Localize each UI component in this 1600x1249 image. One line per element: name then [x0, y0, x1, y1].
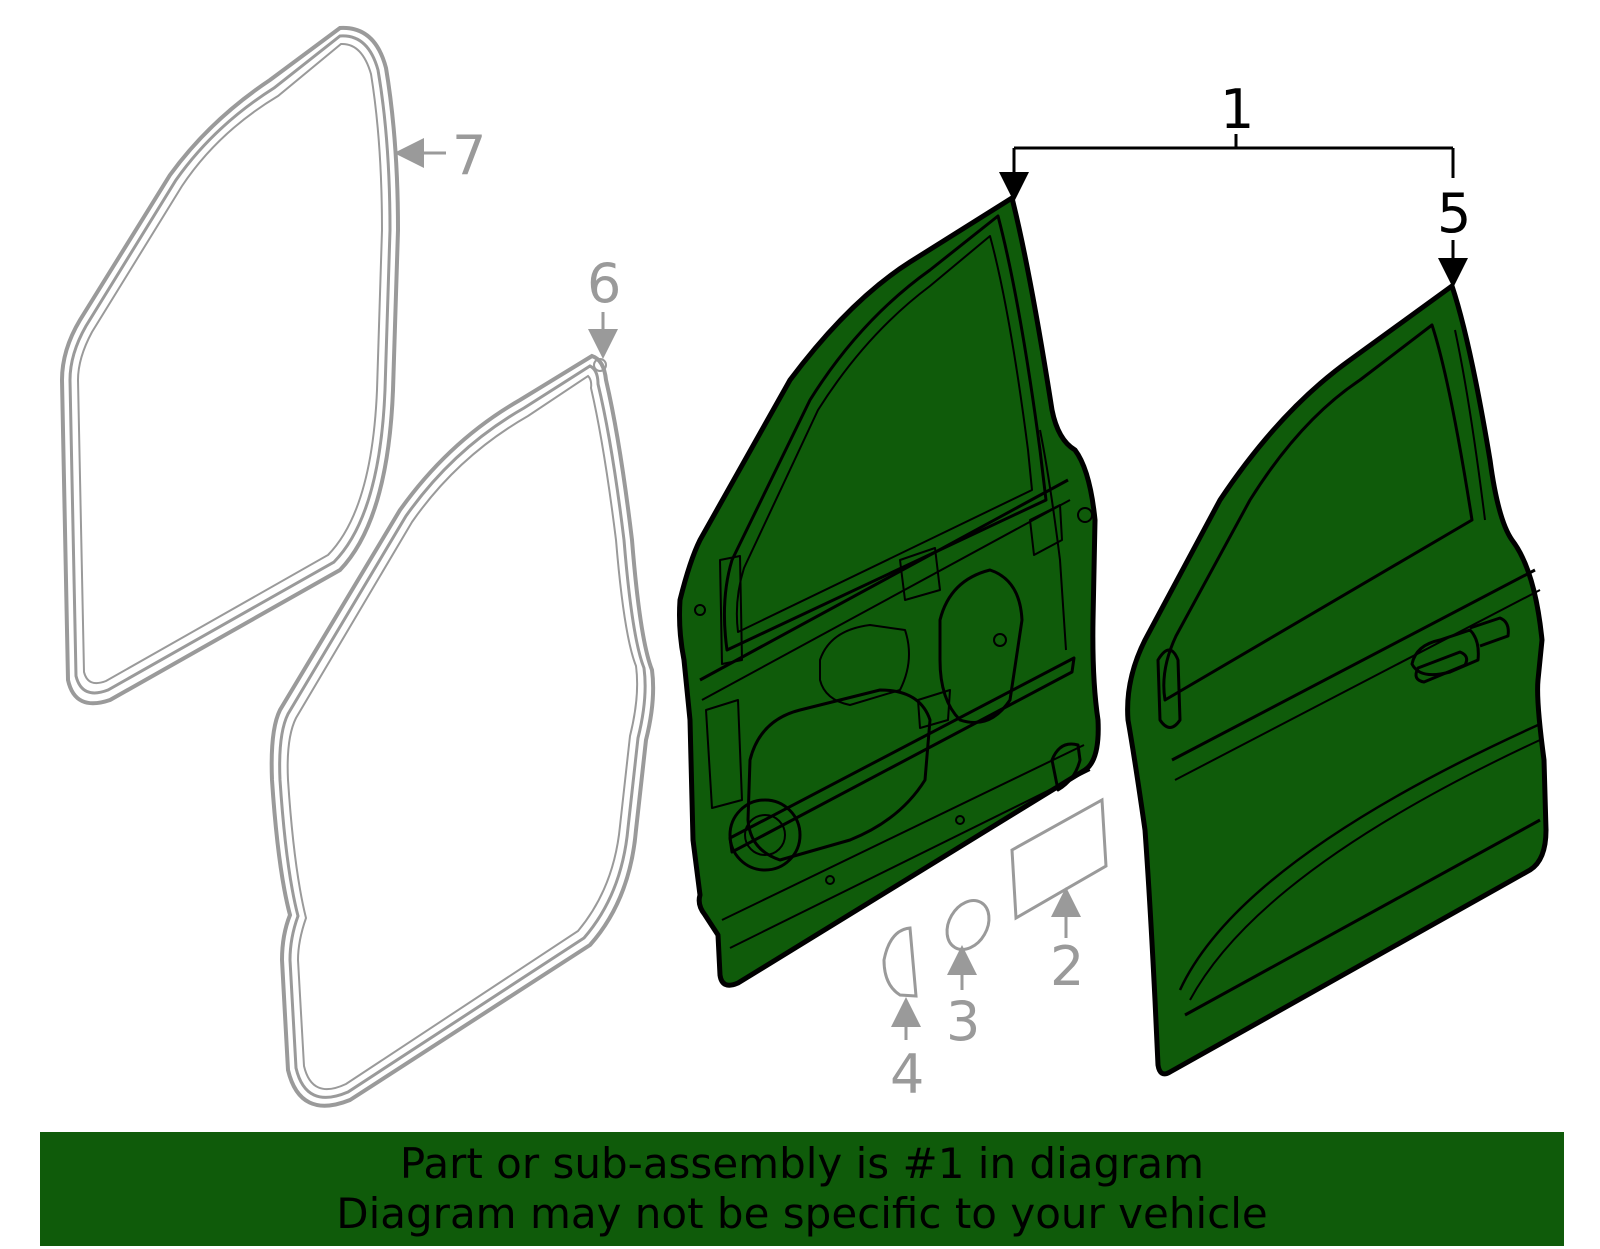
callout-2: 2	[1050, 935, 1084, 998]
outer-panel-part-5	[1125, 283, 1549, 1077]
weatherstrip-part-6	[269, 353, 656, 1108]
seal-part-4	[882, 926, 918, 998]
banner-line-2: Diagram may not be specific to your vehi…	[336, 1189, 1268, 1238]
callout-bracket-1	[999, 134, 1468, 288]
callout-3: 3	[946, 990, 980, 1053]
door-shell-part-1	[677, 195, 1101, 988]
callout-7: 7	[452, 124, 486, 187]
plug-part-3	[945, 899, 991, 951]
door-handle	[1410, 616, 1510, 684]
callout-4: 4	[890, 1043, 924, 1106]
label-plate-part-2	[1010, 797, 1108, 921]
callout-5: 5	[1437, 182, 1471, 245]
banner-line-1: Part or sub-assembly is #1 in diagram	[399, 1139, 1205, 1188]
weatherstrip-part-7	[59, 25, 401, 706]
callout-1: 1	[1220, 78, 1254, 141]
info-banner: Part or sub-assembly is #1 in diagram Di…	[40, 1132, 1564, 1246]
callout-6: 6	[587, 252, 621, 315]
